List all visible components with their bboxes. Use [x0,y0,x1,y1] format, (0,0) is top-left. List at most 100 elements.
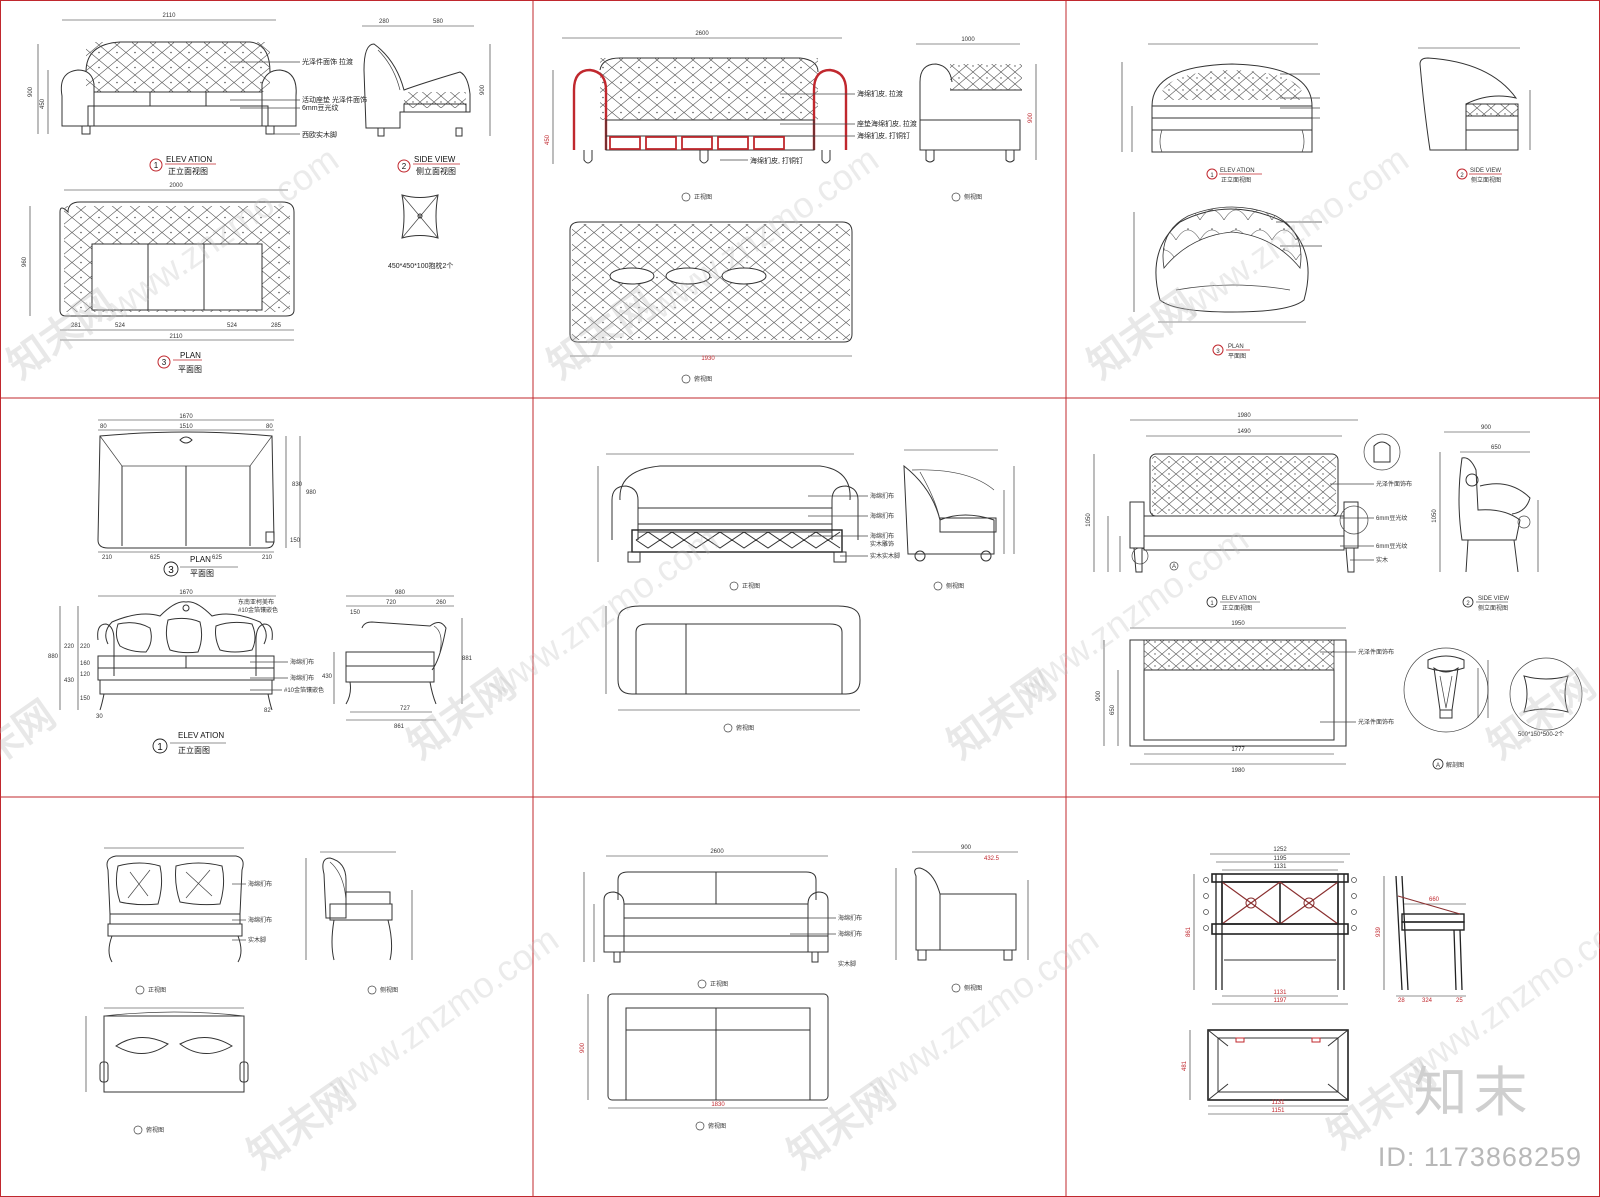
svg-text:280: 280 [379,19,390,25]
svg-text:900: 900 [580,1042,586,1053]
svg-text:1830: 1830 [711,1102,725,1108]
svg-text:俯视图: 俯视图 [736,724,754,732]
svg-text:939: 939 [1376,926,1382,937]
brand-logo-text: 知末 [1413,1061,1534,1124]
svg-text:150: 150 [80,696,91,702]
svg-text:1: 1 [1210,601,1214,607]
svg-text:1980: 1980 [1237,413,1251,419]
panel-6-detail: 500*150*500-2个 A 解剖图 [1403,647,1583,770]
dim-overall-width: 2110 [163,13,177,19]
svg-text:2110: 2110 [170,334,184,340]
svg-text:660: 660 [1429,897,1440,903]
svg-text:平面图: 平面图 [1228,353,1246,360]
svg-text:430: 430 [64,678,75,684]
svg-text:900: 900 [1481,425,1492,431]
svg-text:海绵扪布: 海绵扪布 [248,880,272,888]
svg-text:1950: 1950 [1231,621,1245,627]
svg-text:正视图: 正视图 [148,986,166,994]
panel-1-chesterfield-sofa: 2110 900 450 光泽件面饰 拉渡 活动座垫 光泽件面饰 6mm豆光纹 … [22,13,491,374]
note-1: 光泽件面饰 拉渡 [302,57,353,66]
svg-text:881: 881 [462,656,473,662]
svg-text:3: 3 [168,565,174,576]
svg-text:625: 625 [212,555,223,561]
svg-text:www.znzmo.com: www.znzmo.com [1010,518,1256,707]
svg-text:座垫海绵扪皮, 拉渡: 座垫海绵扪皮, 拉渡 [857,119,917,128]
svg-text:东南亚柯美布: 东南亚柯美布 [238,598,274,606]
svg-text:210: 210 [262,555,273,561]
svg-text:侧立面视图: 侧立面视图 [416,166,456,176]
panel-1-cushion: 450*450*100抱枕2个 [388,194,453,270]
svg-text:1151: 1151 [1272,1108,1286,1114]
panel-8-side-view: 900 432.5 侧视图 [895,845,1029,993]
svg-text:861: 861 [394,724,405,730]
panel-5-sofa-with-lattice: 海绵扪布 海绵扪布 海绵扪布 实木雕饰 实木实木脚 正视图 侧视图 [597,449,1015,733]
svg-text:正视图: 正视图 [694,193,712,201]
svg-text:720: 720 [386,600,397,606]
note-2: 活动座垫 光泽件面饰 [302,95,367,104]
svg-text:432.5: 432.5 [984,856,1000,862]
svg-text:150: 150 [350,610,361,616]
svg-text:1930: 1930 [701,356,715,362]
svg-text:285: 285 [271,323,282,329]
svg-text:1197: 1197 [1274,998,1288,1004]
svg-text:#10金箔镶嵌色: #10金箔镶嵌色 [238,606,278,614]
svg-text:28: 28 [1398,998,1405,1004]
svg-text:正立面视图: 正立面视图 [1222,604,1252,612]
svg-text:80: 80 [100,424,107,430]
panel-7-carved-loveseat: 海绵扪布 海绵扪布 实木脚 正视图 侧视图 [85,847,413,1135]
svg-text:830: 830 [292,482,303,488]
panel-8-modern-sofa: 2600 海绵扪布 海绵扪布 实木脚 正视图 900 432.5 [580,845,1029,1131]
svg-text:#10金箔镶嵌色: #10金箔镶嵌色 [284,686,324,694]
svg-text:650: 650 [1110,704,1116,715]
panel-5-front-elevation: 海绵扪布 海绵扪布 海绵扪布 实木雕饰 实木实木脚 正视图 [597,453,900,591]
panel-5-side-view: 侧视图 [903,449,1015,591]
svg-text:正立面图: 正立面图 [178,745,210,755]
svg-text:3: 3 [1216,349,1220,355]
svg-text:PLAN: PLAN [180,351,201,360]
svg-text:30: 30 [96,714,103,720]
svg-text:www.znzmo.com: www.znzmo.com [860,918,1106,1107]
svg-text:1: 1 [157,742,163,753]
svg-text:1050: 1050 [1432,509,1438,523]
elev-number: 1 [154,161,159,170]
svg-text:实木实木脚: 实木实木脚 [870,552,900,560]
svg-text:900: 900 [28,86,34,97]
svg-text:1252: 1252 [1273,847,1287,853]
svg-text:324: 324 [1422,998,1433,1004]
svg-text:2: 2 [402,162,407,171]
svg-text:ELEV ATION: ELEV ATION [1222,596,1257,602]
panel-6-plan: 1950 900 650 1777 1980 光泽件面饰布 光泽件面饰布 [1096,621,1394,774]
svg-text:www.znzmo.com: www.znzmo.com [480,518,726,707]
svg-text:海绵扪布: 海绵扪布 [290,674,314,682]
panel-4-side-view: 980 150 720 260 881 430 727 861 [322,590,473,730]
svg-text:80: 80 [266,424,273,430]
panel-7-front-elevation: 海绵扪布 海绵扪布 实木脚 正视图 [104,847,272,995]
svg-text:SIDE VIEW: SIDE VIEW [1470,168,1501,174]
svg-text:海绵扪布: 海绵扪布 [870,492,894,500]
panel-9-wooden-bench: 1252 1195 1131 861 1131 1197 [1182,847,1466,1115]
panel-3-front-elevation: 1 ELEV ATION 正立面视图 [1121,43,1320,184]
svg-text:PLAN: PLAN [1228,344,1244,350]
svg-text:1131: 1131 [1272,1100,1286,1106]
svg-text:1131: 1131 [1274,864,1288,870]
svg-text:82: 82 [264,708,271,714]
svg-text:1510: 1510 [179,424,193,430]
svg-text:210: 210 [102,555,113,561]
svg-text:25: 25 [1456,998,1463,1004]
svg-text:光泽件面饰布: 光泽件面饰布 [1358,648,1394,656]
svg-text:880: 880 [48,654,59,660]
svg-text:6mm豆光纹: 6mm豆光纹 [1376,514,1407,522]
panel-1-front-elevation: 2110 900 450 光泽件面饰 拉渡 活动座垫 光泽件面饰 6mm豆光纹 … [28,13,367,176]
panel-9-plan: 481 1131 1151 [1182,1029,1349,1115]
panel-2-front-elevation: 2600 450 海绵扪皮, 拉渡 座垫海绵扪皮, 拉渡 [545,31,917,202]
svg-text:海绵扪布: 海绵扪布 [290,658,314,666]
panel-1-side-view: 280 580 900 2 SIDE VIEW 侧立面视图 [362,19,491,176]
image-id-label: ID: 1173868259 [1377,1142,1582,1172]
svg-text:海绵扪布: 海绵扪布 [838,914,862,922]
svg-text:PLAN: PLAN [190,555,211,564]
svg-text:980: 980 [306,490,317,496]
panel-3-plan: 3 PLAN 平面图 [1133,206,1322,360]
svg-text:900: 900 [1028,112,1034,123]
svg-text:120: 120 [80,672,91,678]
